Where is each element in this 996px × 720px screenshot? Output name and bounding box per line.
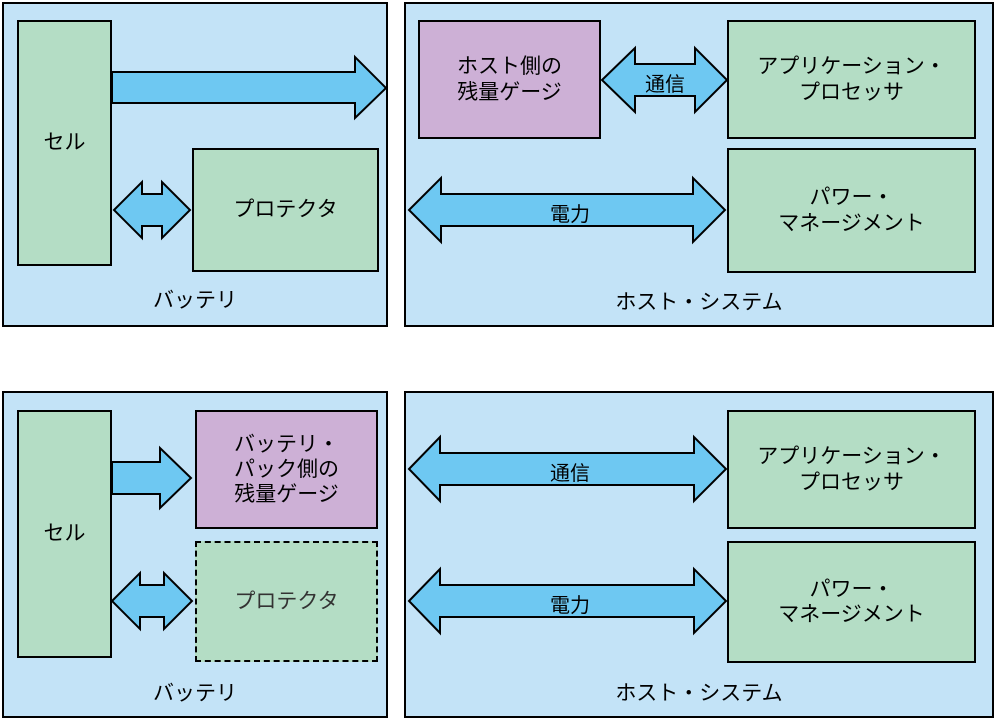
bottom-application-processor-box: アプリケーション・ プロセッサ: [727, 410, 976, 529]
bottom-battery-gauge-box: バッテリ・ パック側の 残量ゲージ: [195, 410, 378, 529]
bottom-cell-box: セル: [17, 410, 112, 658]
bottom-protector-box-optional: プロテクタ: [195, 541, 378, 662]
bottom-power-label: 電力: [550, 593, 590, 617]
top-cell-box: セル: [17, 20, 112, 266]
top-application-processor-box: アプリケーション・ プロセッサ: [727, 20, 976, 139]
top-protector-box: プロテクタ: [192, 148, 379, 272]
bottom-comm-label: 通信: [550, 461, 590, 485]
top-host-gauge-box: ホスト側の 残量ゲージ: [418, 20, 601, 139]
top-comm-label: 通信: [645, 72, 685, 96]
bottom-power-management-box: パワー・ マネージメント: [727, 541, 976, 663]
top-battery-caption: バッテリ: [153, 288, 237, 312]
bottom-battery-caption: バッテリ: [153, 681, 237, 705]
top-host-system-caption: ホスト・システム: [615, 290, 783, 314]
top-power-label: 電力: [550, 202, 590, 226]
top-power-management-box: パワー・ マネージメント: [727, 148, 976, 273]
bottom-host-system-caption: ホスト・システム: [615, 681, 783, 705]
